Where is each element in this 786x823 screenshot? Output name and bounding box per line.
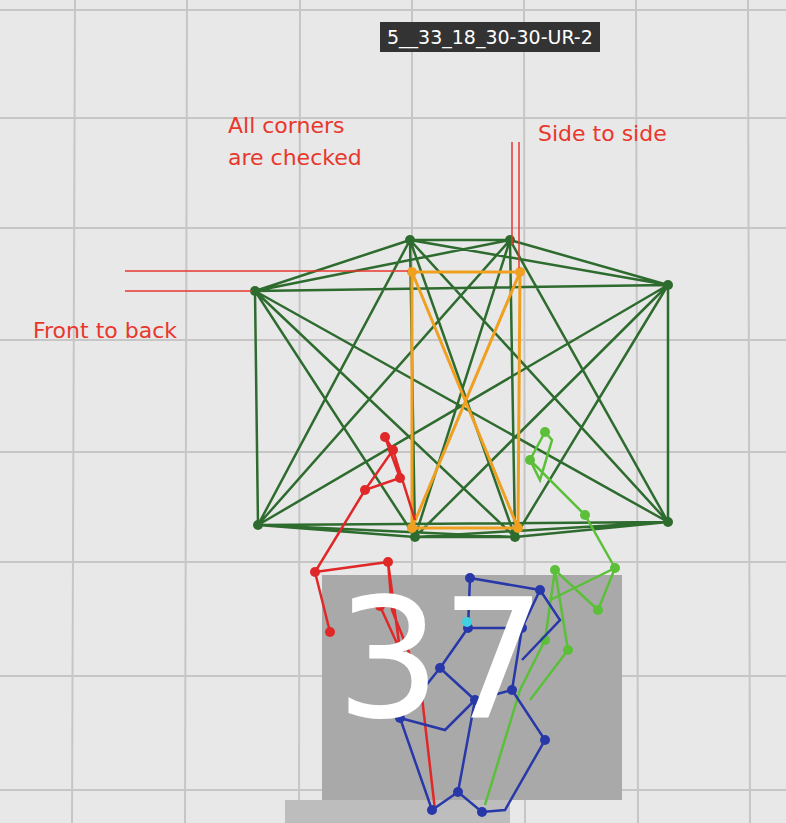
annotation-note: All corners are checked — [228, 110, 378, 174]
inner-box-corners — [407, 267, 525, 533]
inner-box — [412, 272, 520, 528]
wireframe-corners — [250, 235, 673, 542]
bounding-wireframe — [255, 240, 668, 537]
scene-title: 5__33_18_30-30-UR-2 — [380, 22, 600, 52]
annotation-note: Side to side — [538, 121, 667, 147]
floor-block — [285, 800, 510, 823]
seat-block — [322, 575, 622, 800]
seat-number: 37 — [336, 578, 546, 743]
annotation-note: Front to back — [33, 318, 177, 344]
